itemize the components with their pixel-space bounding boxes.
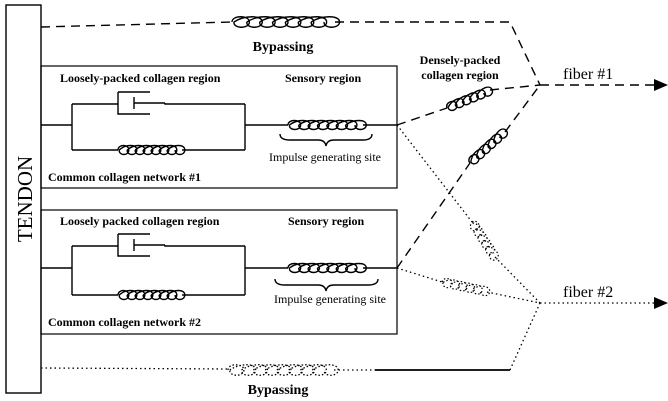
net1-to-fiber1-line-a bbox=[396, 107, 448, 126]
network-2-dashpot bbox=[72, 233, 245, 257]
fiber-2-connections bbox=[396, 124, 655, 304]
dense-spring-1 bbox=[445, 86, 494, 112]
network-1: Loosely-packed collagen region Sensory r… bbox=[40, 65, 398, 189]
network-2-sensory-label: Sensory region bbox=[288, 214, 364, 228]
tendon-bar bbox=[5, 4, 42, 394]
densely-packed-label-line1: Densely-packed bbox=[420, 53, 501, 67]
network-2-impulse-label: Impulse generating site bbox=[274, 292, 386, 306]
fiber1-arrowhead bbox=[654, 79, 668, 91]
fiber-2-springs bbox=[441, 220, 499, 297]
bypass-bottom-spring bbox=[227, 364, 339, 376]
network-2-network-label: Common collagen network #2 bbox=[48, 315, 201, 329]
bypass-bottom-line-end bbox=[509, 302, 541, 371]
net1-to-fiber2-line-b bbox=[494, 256, 541, 304]
network-1-dashpot bbox=[72, 91, 245, 115]
fiber2-label: fiber #2 bbox=[563, 284, 613, 301]
tendon-block: TENDON bbox=[5, 4, 42, 394]
bypass-top-line-left bbox=[40, 21, 233, 28]
net1-to-fiber1-line-b bbox=[489, 84, 541, 91]
fiber-1-connections bbox=[396, 84, 655, 269]
network-2-brace bbox=[274, 278, 379, 292]
dotted-spring-1 bbox=[469, 220, 499, 261]
bypass-top-label: Bypassing bbox=[253, 40, 314, 55]
network-2-loose-label: Loosely packed collagen region bbox=[60, 214, 220, 228]
tendon-label: TENDON bbox=[13, 156, 37, 242]
network-1-sensory-spring bbox=[287, 119, 367, 131]
fiber-1-springs bbox=[445, 86, 509, 165]
network-1-parallel-frame bbox=[71, 104, 246, 150]
network-2-loose-spring bbox=[117, 289, 186, 301]
network-2-parallel-frame bbox=[71, 246, 246, 295]
bypass-bottom-label: Bypassing bbox=[248, 383, 309, 398]
network-1-brace bbox=[279, 133, 373, 147]
bypass-top-spring bbox=[231, 16, 341, 28]
net1-to-fiber2-line-a bbox=[396, 124, 473, 223]
bypass-bottom-line-left bbox=[40, 367, 229, 370]
fiber1-label: fiber #1 bbox=[563, 66, 613, 83]
net2-to-fiber2-line-a bbox=[396, 267, 443, 283]
net2-to-fiber2-line-b bbox=[486, 291, 541, 304]
bypass-bottom bbox=[40, 302, 541, 376]
dotted-spring-2 bbox=[441, 277, 491, 297]
net2-to-fiber1-line-a bbox=[396, 162, 471, 269]
network-1-loose-spring bbox=[117, 144, 186, 156]
net2-to-fiber1-line-b bbox=[504, 84, 541, 133]
network-1-loose-label: Loosely-packed collagen region bbox=[60, 71, 221, 85]
dense-spring-2 bbox=[468, 128, 509, 165]
network-1-sensory-label: Sensory region bbox=[285, 71, 361, 85]
network-1-network-label: Common collagen network #1 bbox=[48, 170, 201, 184]
network-1-impulse-label: Impulse generating site bbox=[269, 150, 381, 164]
network-2-sensory-spring bbox=[287, 262, 367, 274]
fiber2-arrowhead bbox=[654, 297, 668, 309]
network-1-box bbox=[40, 65, 398, 189]
network-2-box bbox=[40, 209, 398, 335]
bypass-top bbox=[40, 16, 541, 86]
densely-packed-label-line2: collagen region bbox=[421, 68, 499, 82]
network-2: Loosely packed collagen region Sensory r… bbox=[40, 209, 398, 335]
